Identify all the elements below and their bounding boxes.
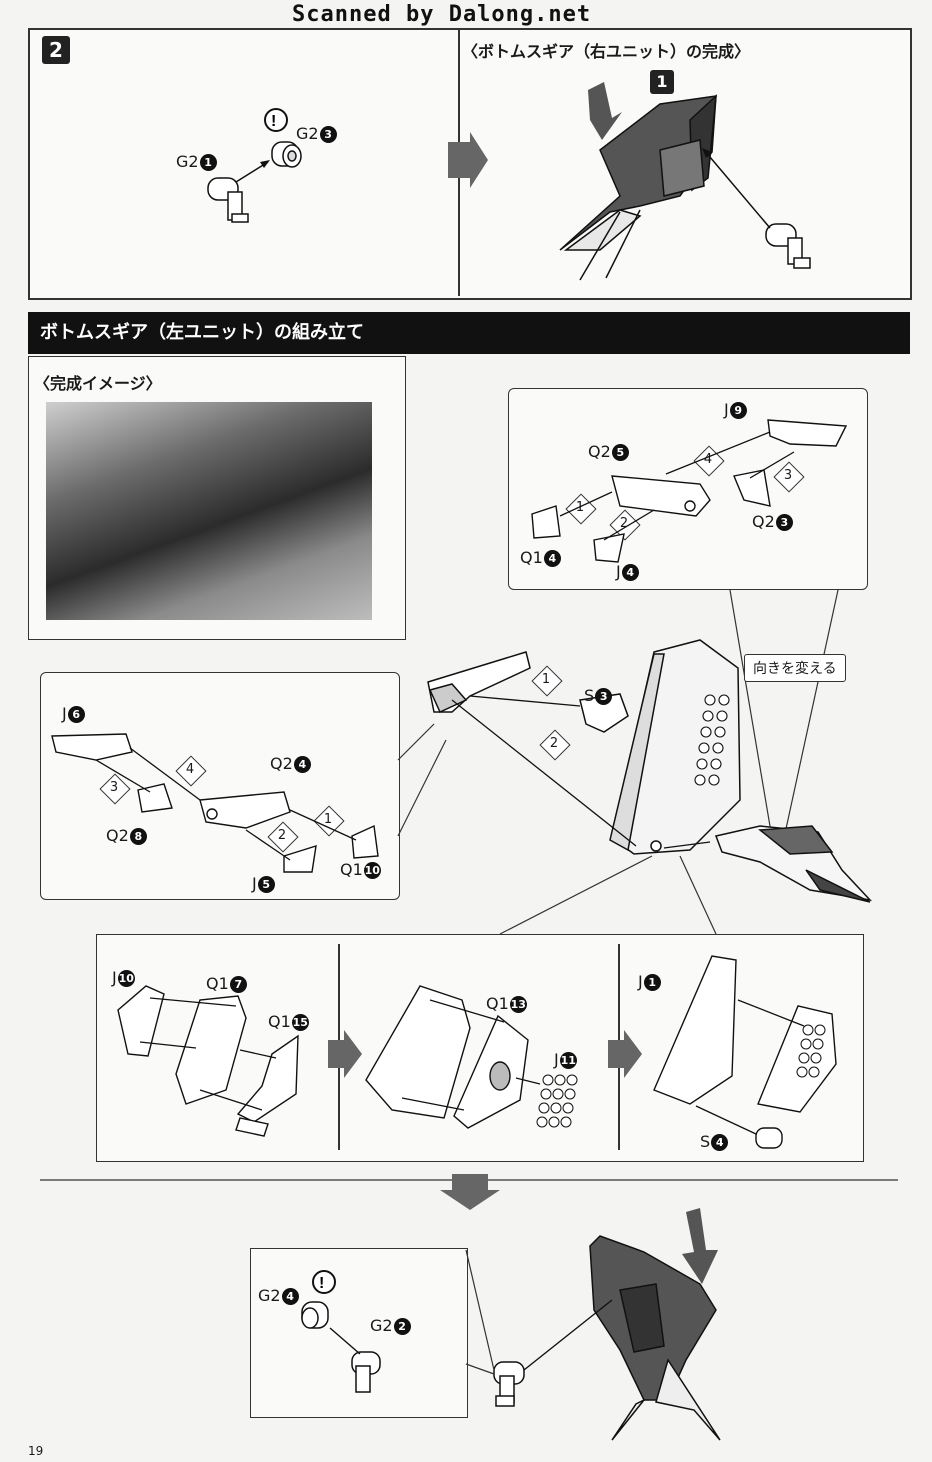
watermark: Scanned by Dalong.net [292, 2, 592, 27]
joint-part [765, 223, 811, 269]
substep-number: 3 [109, 780, 119, 795]
completed-image-photo [46, 402, 372, 620]
step-number: 2 [42, 36, 70, 64]
page-number: 19 [28, 1444, 44, 1458]
substep-number: 1 [323, 812, 333, 827]
image-caption: 〈完成イメージ〉 [34, 374, 162, 393]
arrow-right-icon [608, 1030, 642, 1078]
caution-icon [264, 108, 288, 132]
redirect-note: 向きを変える [744, 654, 846, 682]
part-number: 1 [199, 154, 217, 171]
substep-number: 3 [783, 468, 793, 483]
section-title-bar: ボトムスギア（左ユニット）の組み立て [28, 312, 910, 354]
substep-number: 4 [703, 452, 713, 467]
part-number: 3 [319, 126, 337, 143]
step2-part-drawings: ! [207, 82, 811, 281]
arrow-down-icon [588, 82, 622, 140]
left-subassembly-box [40, 672, 400, 900]
joint-part [207, 177, 249, 223]
part-code: G2 [296, 124, 319, 143]
substep-number: 2 [549, 736, 559, 751]
svg-text:!: ! [271, 113, 276, 130]
substep-number: 2 [619, 516, 629, 531]
arrow-right-icon [328, 1030, 362, 1078]
gear-assembly [559, 94, 717, 281]
step2-title: 〈ボトムスギア（右ユニット）の完成〉 [462, 42, 751, 61]
svg-text:!: ! [319, 1275, 324, 1292]
substep-number: 1 [575, 500, 585, 515]
arrow-down-icon [682, 1208, 718, 1284]
arrow-right-icon [448, 132, 488, 188]
cap-part [271, 141, 302, 168]
substep-number: 1 [541, 672, 551, 687]
substep-number: 2 [277, 828, 287, 843]
caution-icon [312, 1270, 336, 1294]
arrow-down-icon [440, 1174, 500, 1210]
substep-number: 4 [185, 762, 195, 777]
part-code: G2 [176, 152, 199, 171]
sub-step-number: 1 [650, 70, 674, 94]
